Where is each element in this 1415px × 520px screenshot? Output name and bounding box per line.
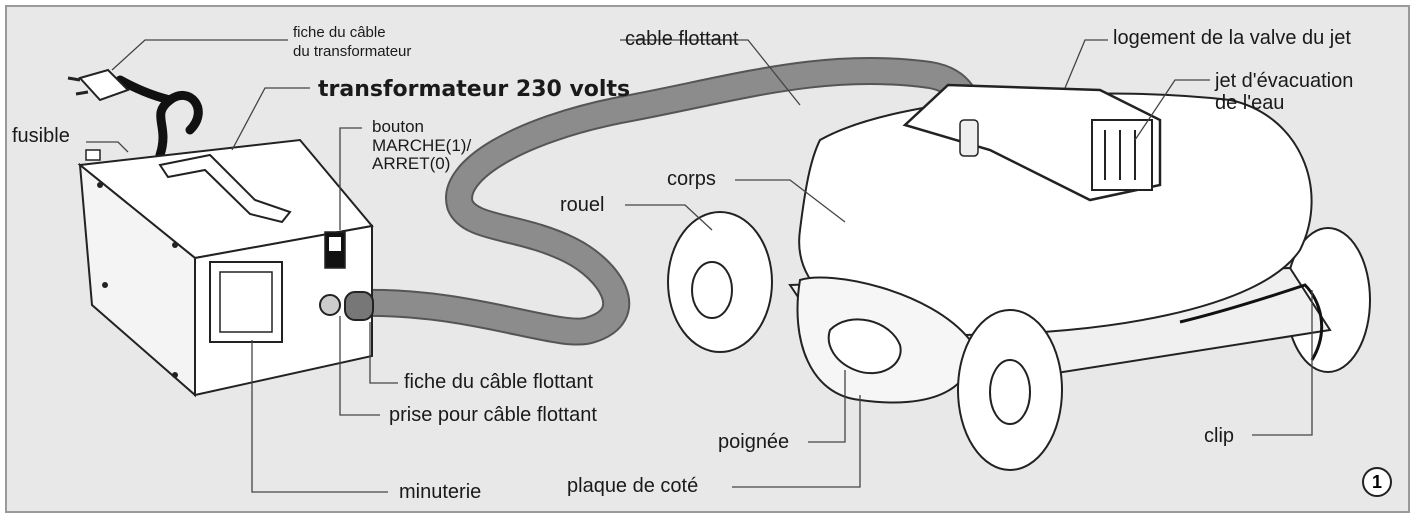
label-floating-cable-socket: prise pour câble flottant xyxy=(389,404,597,426)
robot-cleaner xyxy=(667,83,1371,471)
label-water-outlet-jet: jet d'évacuation de l'eau xyxy=(1215,70,1354,114)
clip-cable xyxy=(1179,283,1324,361)
label-wheel: rouel xyxy=(560,194,605,216)
fuse-icon xyxy=(85,149,101,161)
water-jet-outlet xyxy=(1091,119,1153,191)
leader-lines xyxy=(86,39,1313,493)
label-body: corps xyxy=(667,168,716,190)
label-clip: clip xyxy=(1204,425,1235,447)
label-transformer-cable-plug: fiche du câble du transformateur xyxy=(293,24,412,60)
plug-icon xyxy=(67,68,130,102)
cable-socket xyxy=(319,294,341,316)
label-side-plate: plaque de coté xyxy=(567,475,699,497)
transformer-box xyxy=(77,138,374,398)
label-fuse: fusible xyxy=(12,125,70,147)
label-handle: poignée xyxy=(718,431,790,453)
label-floating-cable-plug: fiche du câble flottant xyxy=(404,371,594,393)
handle xyxy=(827,318,902,375)
label-transformer: transformateur 230 volts xyxy=(318,77,631,102)
floating-cable-plug xyxy=(344,291,374,321)
label-floating-cable: cable flottant xyxy=(625,28,739,50)
label-timer: minuterie xyxy=(399,481,482,503)
label-jet-valve-housing: logement de la valve du jet xyxy=(1113,27,1351,49)
label-on-off-button: bouton MARCHE(1)/ ARRET(0) xyxy=(372,117,472,174)
figure-number-badge: 1 xyxy=(1362,467,1392,497)
